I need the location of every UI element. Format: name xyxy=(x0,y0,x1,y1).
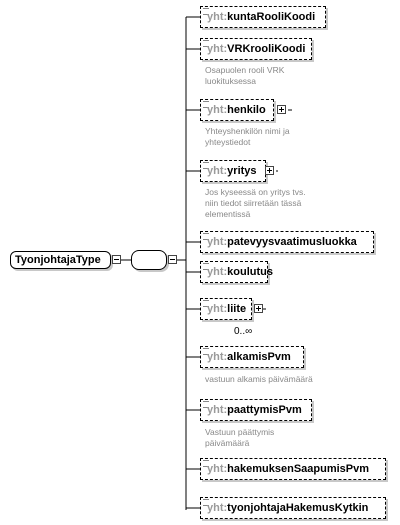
occurrence-liite: 0..∞ xyxy=(234,326,253,337)
element-koulutus[interactable]: yht:koulutus xyxy=(200,261,273,283)
element-marker-icon xyxy=(203,499,209,506)
doc-alkamisPvm: vastuun alkamis päivämäärä xyxy=(205,374,313,384)
element-VRKrooliKoodi[interactable]: yht:VRKrooliKoodi xyxy=(200,38,312,60)
element-patevyysvaatimusluokka[interactable]: yht:patevyysvaatimusluokka xyxy=(200,231,374,253)
expand-yritys-icon[interactable] xyxy=(265,166,274,175)
element-henkilo[interactable]: yht:henkilo xyxy=(200,99,274,121)
collapse-sequence-icon[interactable] xyxy=(168,255,177,264)
complex-type-box[interactable]: TyonjohtajaType xyxy=(10,251,111,269)
element-marker-icon xyxy=(203,101,209,108)
element-liite[interactable]: yht:liite xyxy=(200,298,252,320)
element-marker-icon xyxy=(203,40,209,47)
collapse-type-icon[interactable] xyxy=(112,255,121,264)
doc-yritys: Jos kyseessä on yritys tvs. niin tiedot … xyxy=(205,187,306,219)
element-marker-icon xyxy=(203,162,209,169)
element-marker-icon xyxy=(203,233,209,240)
element-marker-icon xyxy=(203,8,209,15)
element-yritys[interactable]: yht:yritys xyxy=(200,160,266,182)
element-marker-icon xyxy=(203,401,209,408)
element-alkamisPvm[interactable]: yht:alkamisPvm xyxy=(200,346,304,368)
complex-type-name: TyonjohtajaType xyxy=(15,254,101,266)
element-marker-icon xyxy=(203,460,209,467)
element-hakemuksenSaapumisPvm[interactable]: yht:hakemuksenSaapumisPvm xyxy=(200,458,386,480)
doc-henkilo: Yhteyshenkilön nimi ja yhteystiedot xyxy=(205,126,290,147)
element-marker-icon xyxy=(203,263,209,270)
element-marker-icon xyxy=(203,300,209,307)
doc-paattymisPvm: Vastuun päättymis päivämäärä xyxy=(205,427,275,448)
element-paattymisPvm[interactable]: yht:paattymisPvm xyxy=(200,399,312,421)
expand-liite-icon[interactable] xyxy=(254,304,263,313)
element-kuntaRooliKoodi[interactable]: yht:kuntaRooliKoodi xyxy=(200,6,326,28)
element-tyonjohtajaHakemusKytkin[interactable]: yht:tyonjohtajaHakemusKytkin xyxy=(200,497,386,519)
sequence-compositor xyxy=(131,250,167,270)
doc-VRKrooliKoodi: Osapuolen rooli VRK luokituksessa xyxy=(205,65,285,86)
element-marker-icon xyxy=(203,348,209,355)
expand-henkilo-icon[interactable] xyxy=(277,105,286,114)
